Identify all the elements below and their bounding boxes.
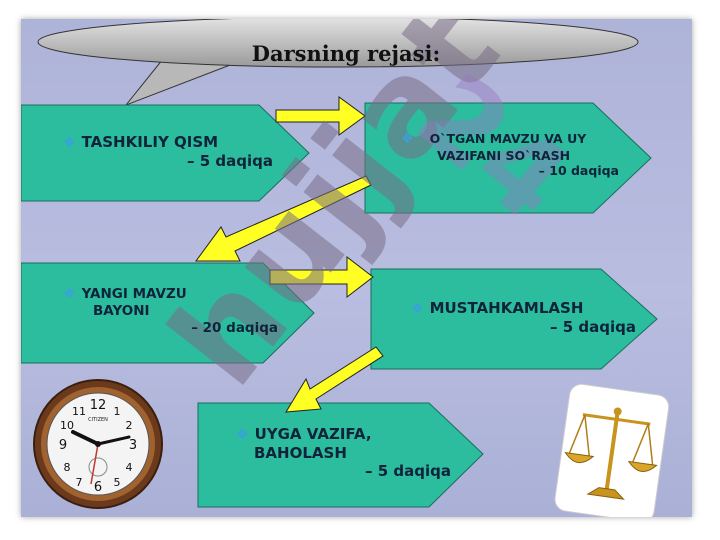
step-3-title: YANGI MAVZU	[81, 286, 187, 302]
arrow-2-to-3	[195, 175, 372, 262]
bullet-diamond-icon: ❖	[411, 301, 424, 317]
svg-text:9: 9	[59, 438, 67, 453]
svg-text:11: 11	[72, 405, 86, 418]
step-4-time: – 5 daqiqa	[550, 318, 636, 337]
step-3-time: – 20 daqiqa	[191, 319, 278, 336]
slide: 12 3 6 9 1 2 4 5 7 8 10 11	[21, 19, 692, 517]
step-box-3	[21, 262, 315, 364]
step-label-4: ❖ MUSTAHKAMLASH – 5 daqiqa	[411, 299, 636, 336]
arrow-3-to-4	[269, 255, 374, 299]
step-label-3: ❖ YANGI MAVZU BAYONI – 20 daqiqa	[63, 286, 278, 336]
callout-bubble	[37, 19, 639, 68]
step-1-title: TASHKILIY QISM	[81, 133, 219, 151]
svg-text:12: 12	[90, 398, 107, 413]
step-label-1: ❖ TASHKILIY QISM – 5 daqiqa	[63, 133, 273, 170]
page-title: Darsning rejasi:	[251, 41, 441, 66]
clock-brand: CITIZEN	[88, 417, 108, 423]
step-2-subtitle: VAZIFANI SO`RASH	[437, 148, 571, 164]
scales-image	[554, 383, 670, 517]
svg-text:10: 10	[60, 419, 74, 432]
bullet-diamond-icon: ❖	[63, 135, 76, 151]
svg-text:2: 2	[126, 419, 133, 432]
svg-text:4: 4	[126, 461, 133, 474]
svg-text:5: 5	[114, 476, 121, 489]
step-box-5	[197, 402, 484, 508]
svg-text:3: 3	[129, 438, 137, 453]
step-box-1	[21, 104, 310, 202]
svg-text:7: 7	[76, 476, 83, 489]
step-3-subtitle: BAYONI	[93, 303, 150, 320]
step-box-2	[364, 102, 652, 214]
step-2-title: O`TGAN MAVZU VA UY	[429, 131, 587, 146]
svg-text:1: 1	[114, 405, 121, 418]
step-5-time: – 5 daqiqa	[365, 462, 451, 481]
svg-text:6: 6	[94, 480, 102, 495]
bullet-diamond-icon: ❖	[63, 286, 76, 302]
step-5-title: UYGA VAZIFA,	[254, 425, 372, 443]
step-label-2: ❖ O`TGAN MAVZU VA UY VAZIFANI SO`RASH – 1…	[401, 131, 619, 179]
clock-image: 12 3 6 9 1 2 4 5 7 8 10 11	[33, 379, 163, 509]
bullet-diamond-icon: ❖	[401, 131, 414, 147]
step-5-subtitle: BAHOLASH	[254, 444, 347, 463]
svg-text:8: 8	[64, 461, 71, 474]
bullet-diamond-icon: ❖	[236, 427, 249, 443]
diagram-shapes: 12 3 6 9 1 2 4 5 7 8 10 11	[21, 19, 670, 517]
arrow-4-to-5	[285, 346, 384, 413]
step-4-title: MUSTAHKAMLASH	[429, 299, 584, 317]
step-label-5: ❖ UYGA VAZIFA, BAHOLASH – 5 daqiqa	[236, 425, 451, 481]
arrow-1-to-2	[275, 96, 366, 136]
step-2-time: – 10 daqiqa	[538, 163, 619, 179]
step-1-time: – 5 daqiqa	[187, 152, 273, 171]
